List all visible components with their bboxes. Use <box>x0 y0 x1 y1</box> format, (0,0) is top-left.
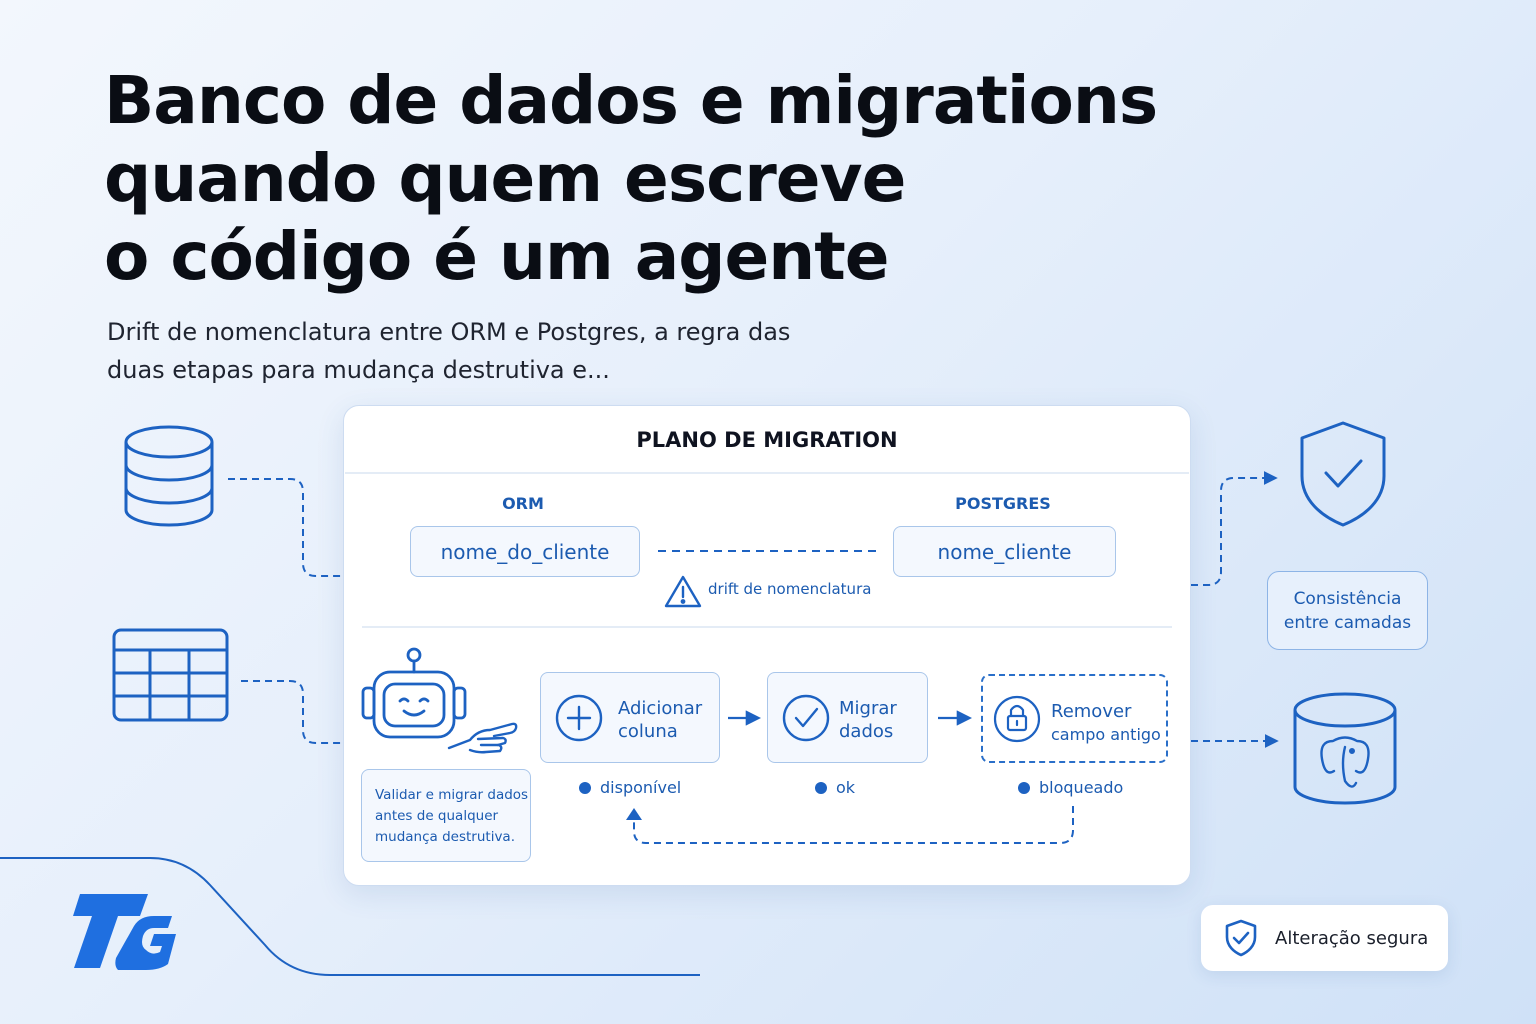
connector-to-shield <box>1191 471 1278 586</box>
connector-database <box>228 478 343 577</box>
pointing-hand-icon <box>447 722 518 754</box>
step-add-column <box>540 672 720 763</box>
step-remove-line-2: campo antigo <box>1051 725 1161 744</box>
step-migrate-data-label: Migrar dados <box>839 697 897 743</box>
subtitle-line-1: Drift de nomenclatura entre ORM e Postgr… <box>107 318 791 346</box>
orm-field-text: nome_do_cliente <box>440 539 610 564</box>
step-add-column-label: Adicionar coluna <box>618 697 702 743</box>
plus-circle-icon <box>555 694 603 742</box>
page-subtitle: Drift de nomenclatura entre ORM e Postgr… <box>107 313 867 389</box>
step-remove-old-field-label: Remover campo antigo <box>1051 700 1161 746</box>
step-migrate-data-line-1: Migrar <box>839 698 897 719</box>
agent-note-line-1: Validar e migrar dados <box>375 787 529 803</box>
consistency-line-2: entre camadas <box>1283 612 1412 633</box>
status-available: disponível <box>579 778 681 797</box>
safe-change-badge: Alteração segura <box>1201 905 1448 971</box>
step-remove-old-field <box>981 674 1168 763</box>
step-migrate-data-line-2: dados <box>839 721 894 742</box>
consistency-line-1: Consistência <box>1293 588 1402 609</box>
status-ok: ok <box>815 778 855 797</box>
shield-check-icon <box>1225 919 1257 957</box>
table-icon <box>112 628 229 722</box>
drift-label: drift de nomenclatura <box>708 580 872 598</box>
status-blocked: bloqueado <box>1018 778 1123 797</box>
title-line-1: Banco de dados e migrations <box>104 62 1158 139</box>
title-line-2: quando quem escreve <box>104 140 906 217</box>
status-dot <box>579 781 591 794</box>
status-dot <box>1018 781 1030 794</box>
orm-field-name: nome_do_cliente <box>410 526 640 577</box>
warning-icon <box>664 575 702 608</box>
logo <box>73 894 176 970</box>
postgres-label: POSTGRES <box>955 494 1051 513</box>
step-add-column-line-1: Adicionar <box>618 698 703 719</box>
connector-table <box>241 680 343 744</box>
robot-icon <box>361 647 467 739</box>
lock-icon <box>993 695 1041 743</box>
database-icon <box>124 425 214 527</box>
agent-note-line-2: antes de qualquer <box>375 808 499 824</box>
status-blocked-text: bloqueado <box>1039 778 1124 797</box>
loop-back-arrowhead <box>626 808 642 820</box>
agent-note: Validar e migrar dados antes de qualquer… <box>361 769 531 862</box>
postgres-database-icon <box>1293 692 1397 805</box>
status-ok-text: ok <box>836 778 856 797</box>
shield-check-icon <box>1300 421 1386 527</box>
step-migrate-data <box>767 672 928 763</box>
card-title: PLANO DE MIGRATION <box>636 428 898 452</box>
badge-label: Alteração segura <box>1275 927 1429 949</box>
decorative-swoosh <box>0 857 700 976</box>
title-line-3: o código é um agente <box>104 218 890 295</box>
postgres-field-name: nome_cliente <box>893 526 1116 577</box>
orm-label: ORM <box>502 494 544 513</box>
postgres-field-text: nome_cliente <box>937 539 1072 564</box>
page-title: Banco de dados e migrations quando quem … <box>104 62 1204 296</box>
status-available-text: disponível <box>600 778 682 797</box>
status-dot <box>815 781 827 794</box>
subtitle-line-2: duas etapas para mudança destrutiva e... <box>107 356 610 384</box>
agent-note-line-3: mudança destrutiva. <box>375 829 515 845</box>
check-circle-icon <box>782 694 830 742</box>
loop-back-arrow <box>633 806 1074 844</box>
consistency-box: Consistência entre camadas <box>1267 571 1428 650</box>
step-remove-line-1: Remover <box>1051 701 1132 722</box>
step-add-column-line-2: coluna <box>618 721 678 742</box>
